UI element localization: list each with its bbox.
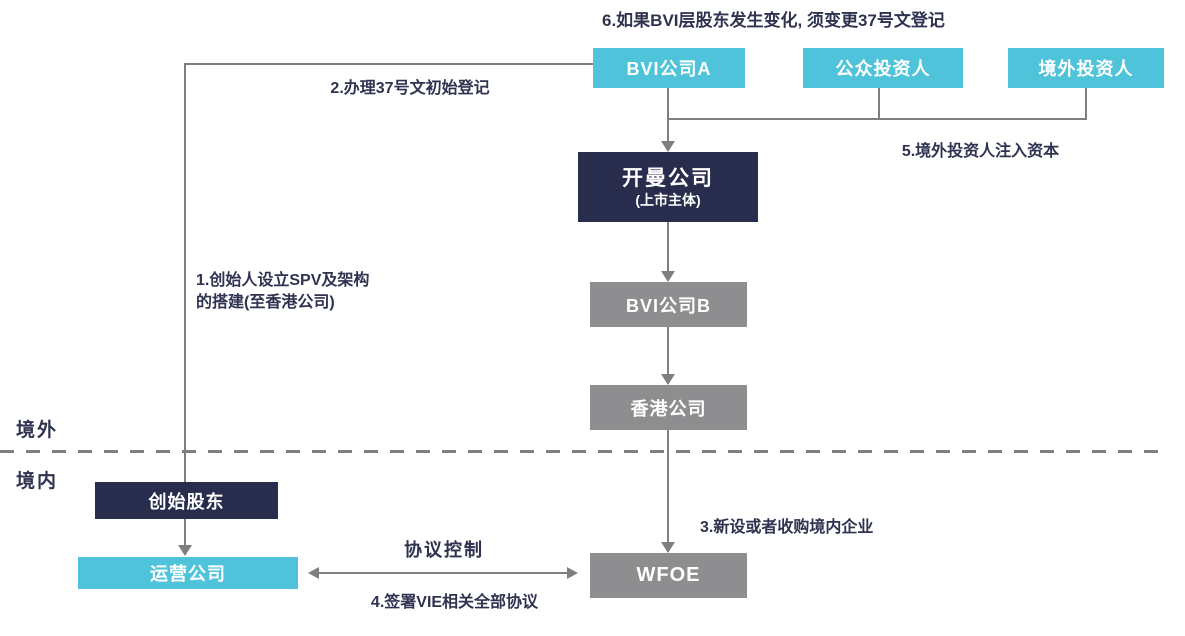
cayman-subtitle: (上市主体) [635, 191, 701, 208]
node-bvi-company-b: BVI公司B [590, 282, 747, 327]
connector-bvia-to-cayman-vline [667, 88, 669, 142]
connector-foreign-investors-drop [1085, 88, 1087, 119]
connector-public-investors-drop [878, 88, 880, 119]
region-label-offshore: 境外 [16, 420, 59, 441]
node-hk-company: 香港公司 [590, 385, 747, 430]
annotation-note1-line2: 的搭建(至香港公司) [196, 294, 335, 311]
annotation-note3: 3.新设或者收购境内企业 [700, 519, 874, 536]
arrowhead-vie-right [567, 567, 578, 579]
offshore-onshore-divider [0, 450, 1170, 453]
cayman-title: 开曼公司 [622, 166, 714, 190]
arrowhead-into-opco [178, 545, 192, 556]
connector-founder-to-opco-vline [184, 519, 186, 546]
annotation-note1: 1.创始人设立SPV及架构 的搭建(至香港公司) [196, 270, 456, 314]
node-bvi-company-a: BVI公司A [593, 48, 745, 88]
connector-investors-bus-hline [667, 118, 1087, 120]
connector-bvib-to-hk-vline [667, 327, 669, 375]
connector-hk-to-wfoe-vline [667, 430, 669, 543]
annotation-vie-control: 协议控制 [404, 540, 484, 560]
annotation-note6: 6.如果BVI层股东发生变化, 须变更37号文登记 [602, 11, 945, 30]
annotation-note5: 5.境外投资人注入资本 [901, 143, 1060, 160]
node-cayman-company: 开曼公司 (上市主体) [578, 152, 758, 222]
node-foreign-investors: 境外投资人 [1008, 48, 1164, 88]
connector-vie-hline [318, 572, 568, 574]
connector-note2-hline [186, 63, 593, 65]
node-public-investors: 公众投资人 [803, 48, 963, 88]
node-wfoe: WFOE [590, 553, 747, 598]
connector-cayman-to-bvib-vline [667, 222, 669, 273]
arrowhead-vie-left [308, 567, 319, 579]
region-label-onshore: 境内 [16, 471, 59, 492]
connector-founder-riser-vline [184, 63, 186, 482]
arrowhead-into-bvib [661, 271, 675, 282]
node-founder-shareholders: 创始股东 [95, 482, 278, 519]
node-operating-company: 运营公司 [78, 557, 298, 589]
arrowhead-into-hk [661, 374, 675, 385]
annotation-note2: 2.办理37号文初始登记 [330, 80, 490, 97]
arrowhead-into-wfoe [661, 542, 675, 553]
annotation-note4: 4.签署VIE相关全部协议 [370, 594, 539, 611]
arrowhead-into-cayman [661, 141, 675, 152]
annotation-note1-line1: 1.创始人设立SPV及架构 [196, 272, 370, 289]
